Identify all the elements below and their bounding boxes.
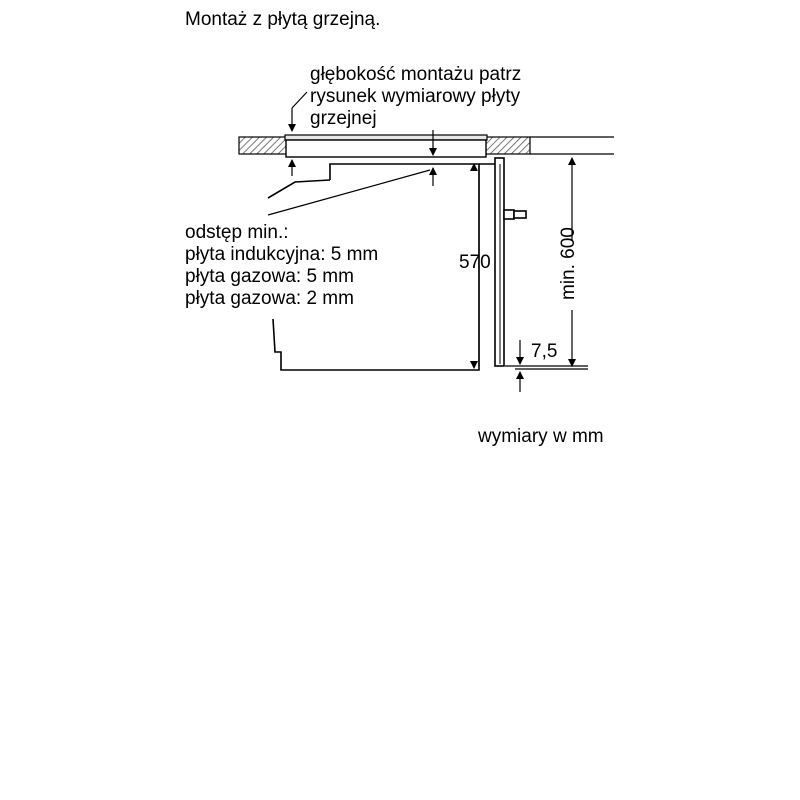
oven-outline bbox=[272, 163, 480, 371]
oven bbox=[267, 157, 527, 371]
ventilation-gap-line bbox=[267, 169, 431, 216]
oven-knob-tip bbox=[513, 210, 527, 219]
units-note: wymiary w mm bbox=[478, 426, 604, 447]
depth-note-line: grzejnej bbox=[310, 108, 377, 129]
depth-note-line: głębokość montażu patrz bbox=[310, 64, 522, 85]
hob bbox=[284, 134, 488, 158]
installation-depth-note: głębokość montażu patrz rysunek wymiarow… bbox=[310, 64, 521, 130]
oven-height-dimension bbox=[470, 163, 480, 369]
bottom-offset-dimension bbox=[505, 340, 588, 392]
bottom-offset-label: 7,5 bbox=[531, 341, 558, 362]
oven-upper-break bbox=[267, 179, 331, 199]
gap-note-induction: płyta indukcyjna: 5 mm bbox=[185, 244, 379, 265]
oven-knob bbox=[503, 209, 515, 220]
gap-note-gas-1: płyta gazowa: 5 mm bbox=[185, 266, 354, 287]
page-title: Montaż z płytą grzejną. bbox=[185, 9, 381, 30]
installation-depth-dimension bbox=[288, 91, 308, 176]
gap-note-gas-2: płyta gazowa: 2 mm bbox=[185, 288, 354, 309]
gap-note-heading: odstęp min.: bbox=[185, 222, 289, 243]
minimum-gap-note: odstęp min.: płyta indukcyjna: 5 mm płyt… bbox=[185, 222, 378, 310]
depth-note-line: rysunek wymiarowy płyty bbox=[310, 86, 521, 107]
oven-height-label: 570 bbox=[459, 252, 491, 273]
niche-height-label: min. 600 bbox=[558, 227, 579, 300]
